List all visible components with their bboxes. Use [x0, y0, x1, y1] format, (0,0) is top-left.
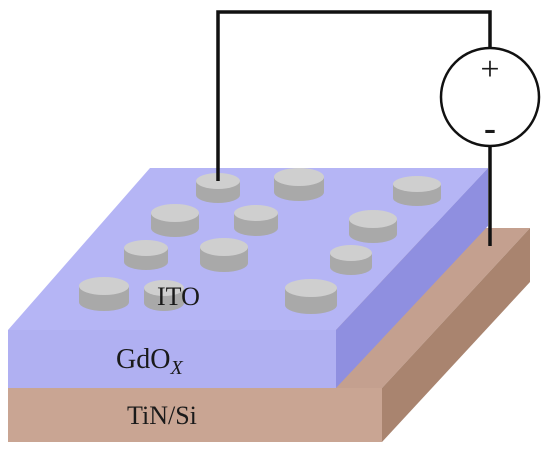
gdox-front-face [8, 330, 336, 388]
electrode [151, 204, 199, 237]
electrode [196, 173, 240, 203]
voltage-source: + - [439, 46, 541, 148]
gdox-side-face [336, 168, 488, 388]
gdox-label-base: GdO [116, 344, 170, 375]
wiring [216, 10, 492, 246]
substrate-side-face [382, 228, 530, 442]
substrate-front-face [8, 388, 382, 442]
gdox-label-subscript: X [169, 357, 183, 379]
electrode [200, 238, 248, 272]
substrate-label: TiN/Si [127, 401, 197, 430]
electrode [349, 210, 397, 243]
electrode [234, 205, 278, 236]
wire-top-electrode [216, 10, 492, 181]
electrode [79, 277, 129, 311]
electrode [124, 240, 168, 270]
ito-label: ITO [157, 282, 200, 311]
gdox-label: GdOX [116, 344, 183, 379]
plus-terminal-label: + [480, 51, 499, 88]
electrode [274, 168, 324, 201]
voltage-source-circle [439, 46, 541, 148]
minus-terminal-label: - [484, 108, 496, 148]
electrode [330, 245, 372, 275]
electrode [393, 176, 441, 206]
electrode [144, 280, 184, 311]
ito-electrodes [79, 168, 441, 314]
electrode [285, 279, 337, 314]
